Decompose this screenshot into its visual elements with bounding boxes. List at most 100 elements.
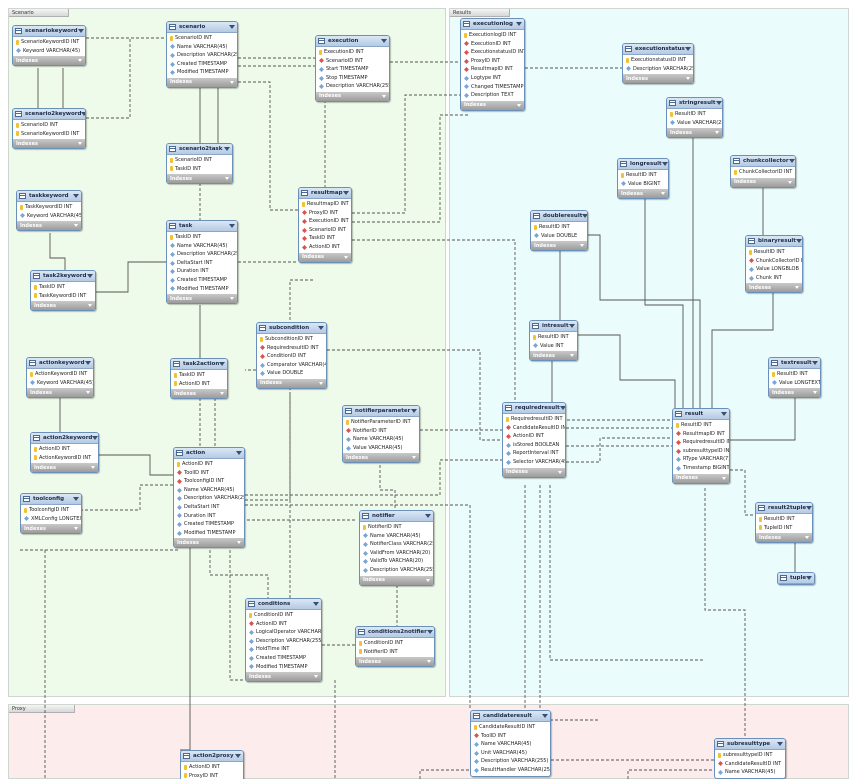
table-indexes-bar[interactable]: Indexes [530,351,577,361]
column-row[interactable]: Stop TIMESTAMP [316,74,389,83]
table-collapse-icon[interactable] [235,754,241,758]
column-row[interactable]: Duration INT [174,512,244,521]
column-row[interactable]: Value LONGTEXT [769,379,820,388]
column-row[interactable]: Name VARCHAR(45) [471,740,550,749]
column-row[interactable]: RequiredresultID INT [257,344,326,353]
column-row[interactable]: ProxyID INT [181,772,243,779]
column-row[interactable]: ResultHandler VARCHAR(255) [471,766,550,775]
column-row[interactable]: ExecutionstatusID INT [461,48,524,57]
table-collapse-icon[interactable] [92,436,98,440]
column-row[interactable]: Timestamp BIGINT [673,464,729,473]
column-row[interactable]: ConditionID INT [356,639,434,648]
column-row[interactable]: ReportInterval INT [503,449,565,458]
table-indexes-bar[interactable]: Indexes [356,657,434,667]
column-row[interactable]: isStored BOOLEAN [503,441,565,450]
column-row[interactable]: DeltaStart INT [174,503,244,512]
column-row[interactable]: Start TIMESTAMP [316,65,389,74]
table-indexes-bar[interactable]: Indexes [343,453,419,463]
column-row[interactable]: Created TIMESTAMP [167,276,237,285]
column-row[interactable]: ActionID INT [171,380,227,389]
table-collapse-icon[interactable] [661,162,668,166]
column-row[interactable]: NotifierID INT [356,648,434,657]
column-row[interactable]: CandidateResultID INT [503,424,565,433]
column-row[interactable]: TaskID INT [167,165,232,174]
table-collapse-icon[interactable] [806,506,812,510]
column-row[interactable]: RequiredresultID INT [673,438,729,447]
column-row[interactable]: Duration INT [167,267,237,276]
table-indexes-bar[interactable]: Indexes [667,128,722,138]
column-row[interactable]: DeltaStart INT [167,259,237,268]
table-indexes-bar[interactable]: Indexes [299,252,351,262]
table-indexes-bar[interactable]: Indexes [31,463,98,473]
column-row[interactable]: ExecutionID INT [316,48,389,57]
column-row[interactable]: ActionKeywordID INT [27,370,93,379]
column-row[interactable]: ScenarioID INT [299,226,351,235]
table-indexes-bar[interactable]: Indexes [618,189,668,199]
column-row[interactable]: ResultID INT [673,421,729,430]
column-row[interactable]: Chunk INT [746,274,802,283]
column-row[interactable]: ValidFrom VARCHAR(20) [360,549,433,558]
table-collapse-icon[interactable] [559,406,565,410]
table-collapse-icon[interactable] [81,112,85,116]
column-row[interactable]: ActionID INT [174,460,244,469]
column-row[interactable]: ActionID INT [299,243,351,252]
table-indexes-bar[interactable]: Indexes [174,538,244,548]
column-row[interactable]: ActionID INT [246,620,321,629]
column-row[interactable]: Keyword VARCHAR(45) [17,212,81,221]
table-indexes-bar[interactable]: Indexes [167,294,237,304]
column-row[interactable]: ToolID INT [471,732,550,741]
table-indexes-bar[interactable]: Indexes [756,533,812,543]
table-indexes-bar[interactable]: Indexes [13,56,85,66]
column-row[interactable]: Description VARCHAR(255) [246,637,321,646]
table-collapse-icon[interactable] [229,25,235,29]
column-row[interactable]: Value LONGBLOB [746,265,802,274]
column-row[interactable]: Created TIMESTAMP [167,60,237,69]
table-indexes-bar[interactable]: Indexes [503,467,565,477]
column-row[interactable]: Name VARCHAR(45) [174,486,244,495]
column-row[interactable]: ChunkCollectorID INT [731,168,795,177]
column-row[interactable]: NotifierID INT [343,427,419,436]
table-indexes-bar[interactable]: Indexes [531,241,587,251]
column-row[interactable]: Name VARCHAR(45) [360,532,433,541]
table-collapse-icon[interactable] [516,22,522,26]
column-row[interactable]: ValidTo VARCHAR(20) [360,557,433,566]
table-collapse-icon[interactable] [582,214,587,218]
table-collapse-icon[interactable] [685,47,691,51]
column-row[interactable]: ActionKeywordID INT [31,454,98,463]
column-row[interactable]: Description TEXT [461,91,524,100]
column-row[interactable]: Value BIGINT [618,180,668,189]
table-indexes-bar[interactable]: Indexes [31,301,95,311]
table-indexes-bar[interactable]: Indexes [27,388,93,398]
column-row[interactable]: Modified TIMESTAMP [246,663,321,672]
column-row[interactable]: Changed TIMESTAMP [461,83,524,92]
column-row[interactable]: ResultmapID INT [673,430,729,439]
table-collapse-icon[interactable] [85,361,91,365]
column-row[interactable]: ScenarioID INT [167,156,232,165]
column-row[interactable]: TaskKeywordID INT [31,292,95,301]
table-collapse-icon[interactable] [313,602,319,606]
column-row[interactable]: ScenarioKeywordID INT [13,38,85,47]
table-collapse-icon[interactable] [219,362,226,366]
table-collapse-icon[interactable] [812,361,818,365]
table-indexes-bar[interactable]: Indexes [731,177,795,187]
table-collapse-icon[interactable] [73,497,79,501]
column-row[interactable]: TupleID INT [756,524,812,533]
column-row[interactable]: ConditionID INT [257,352,326,361]
column-row[interactable]: Created TIMESTAMP [246,654,321,663]
column-row[interactable]: XMLConfig LONGTEXT [21,515,81,524]
